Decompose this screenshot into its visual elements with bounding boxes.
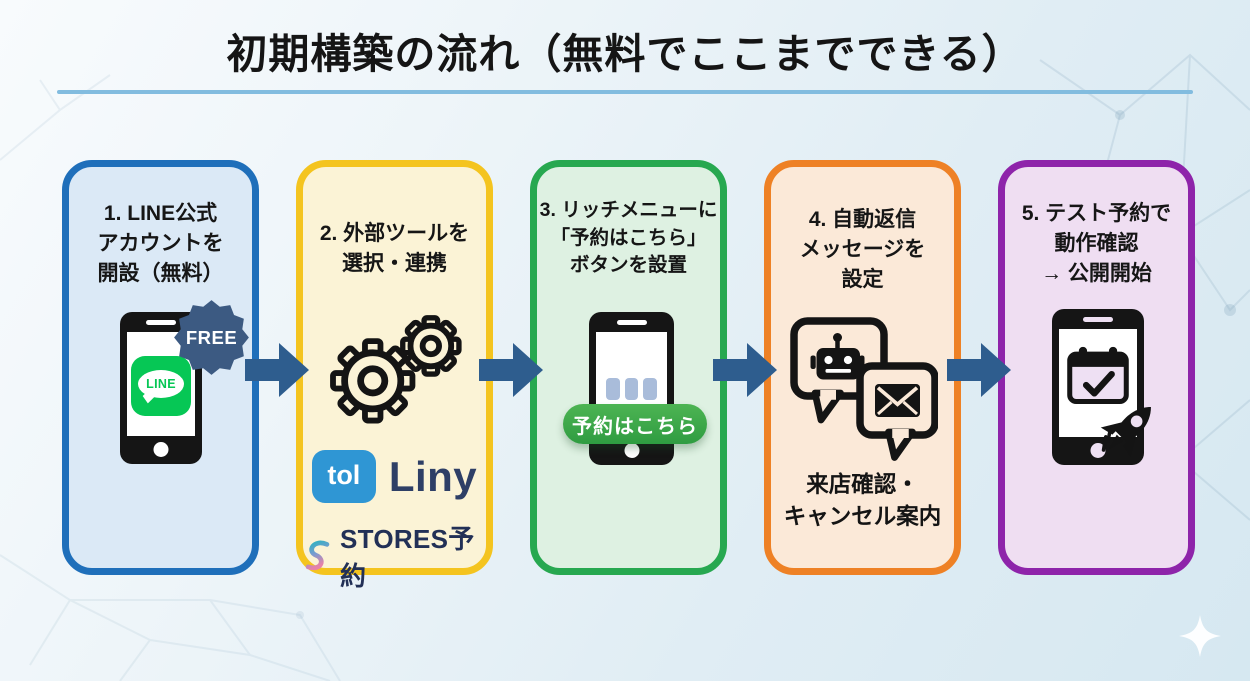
phone-speaker bbox=[146, 320, 176, 325]
stores-logo-row: STORES予約 bbox=[303, 519, 486, 593]
free-badge: FREE bbox=[173, 299, 250, 376]
step-card-richmenu-button: 3. リッチメニューに 「予約はこちら」 ボタンを設置 予約はこちら bbox=[530, 160, 727, 575]
richmenu-cell bbox=[624, 378, 639, 400]
step-title: 3. リッチメニューに 「予約はこちら」 ボタンを設置 bbox=[539, 199, 718, 277]
phone-home-button bbox=[153, 442, 169, 457]
phone-screen bbox=[1059, 329, 1137, 437]
flow-arrow-4 bbox=[947, 343, 1011, 397]
step-title: 2. 外部ツールを 選択・連携 bbox=[319, 222, 470, 275]
tool-logos-row: tol Liny bbox=[303, 450, 486, 503]
step-card-line-account: 1. LINE公式 アカウントを 開設（無料） LINE FREE bbox=[62, 160, 259, 575]
phone-speaker bbox=[616, 320, 647, 325]
seal-icon bbox=[174, 300, 249, 375]
richmenu-cell bbox=[643, 378, 657, 400]
step-title: 5. テスト予約で 動作確認 → 公開開始 bbox=[1021, 202, 1172, 285]
phone-home-button bbox=[1090, 443, 1106, 458]
chat-bubbles-icon bbox=[788, 315, 939, 467]
free-badge-label: FREE bbox=[185, 326, 238, 348]
line-speech-bubble: LINE bbox=[138, 370, 184, 398]
step-card-test-launch: 5. テスト予約で 動作確認 → 公開開始 bbox=[998, 160, 1195, 575]
stores-s-icon bbox=[305, 540, 330, 571]
step-title: 4. 自動返信 メッセージを 設定 bbox=[799, 208, 926, 291]
flow-arrow-1 bbox=[245, 343, 309, 397]
phone-home-button bbox=[624, 443, 639, 458]
tol-logo: tol bbox=[311, 450, 376, 503]
step-card-external-tools: 2. 外部ツールを 選択・連携 bbox=[296, 160, 493, 591]
line-app-icon: LINE bbox=[131, 356, 191, 416]
phone-speaker bbox=[1083, 317, 1113, 322]
tol-logo-text: tol bbox=[327, 460, 361, 490]
auto-reply-caption: 来店確認・ キャンセル案内 bbox=[783, 472, 942, 529]
step-title: 1. LINE公式 アカウントを 開設（無料） bbox=[97, 202, 224, 285]
steps-row: 1. LINE公式 アカウントを 開設（無料） LINE FREE bbox=[62, 160, 1195, 591]
smartphone-icon bbox=[1052, 309, 1144, 465]
robot-icon bbox=[810, 333, 864, 380]
calendar-check-icon bbox=[1066, 345, 1130, 412]
reserve-here-button: 予約はこちら bbox=[563, 404, 707, 444]
liny-logo: Liny bbox=[388, 452, 478, 500]
envelope-icon bbox=[874, 384, 920, 417]
richmenu-cell bbox=[606, 378, 620, 400]
sparkle-icon bbox=[1179, 615, 1221, 657]
title-underline bbox=[57, 90, 1193, 94]
rocket-icon bbox=[1091, 389, 1169, 472]
stores-logo-text: STORES予約 bbox=[340, 524, 475, 591]
line-logo-text: LINE bbox=[146, 377, 176, 391]
step-card-auto-reply: 4. 自動返信 メッセージを 設定 bbox=[764, 160, 961, 575]
flow-arrow-3 bbox=[713, 343, 777, 397]
page-title: 初期構築の流れ（無料でここまでできる） bbox=[226, 31, 1024, 77]
gears-icon bbox=[312, 313, 478, 442]
flow-arrow-2 bbox=[479, 343, 543, 397]
